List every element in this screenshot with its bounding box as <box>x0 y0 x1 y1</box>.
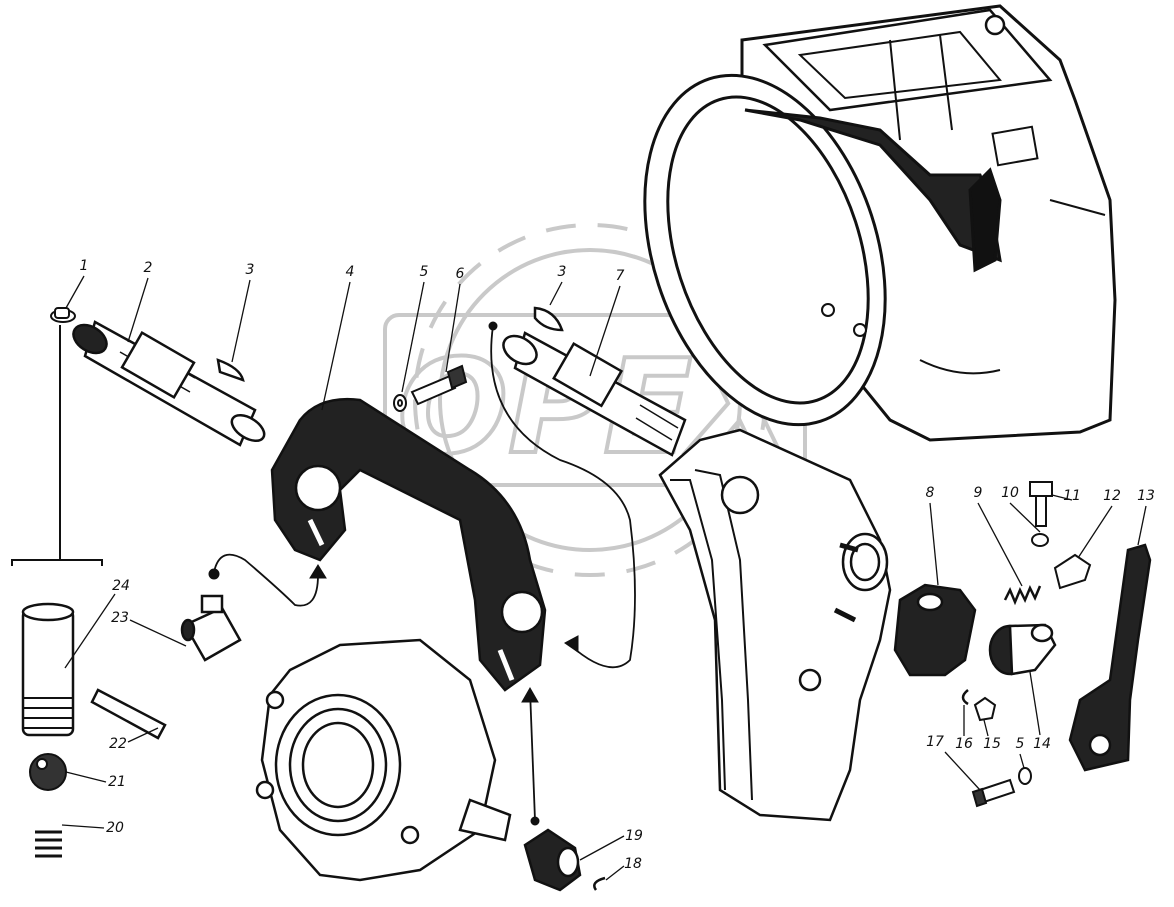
part-5-washer-bottom <box>1018 767 1032 785</box>
leader-line-c5b <box>1019 753 1025 769</box>
part-21-ball <box>29 753 67 791</box>
callout-label-c18: 18 <box>624 856 642 872</box>
part-2-splined-shaft <box>72 320 266 447</box>
callout-label-c3b: 3 <box>558 264 567 280</box>
part-18-circlip <box>593 876 606 891</box>
part-3-key-right <box>533 306 564 332</box>
leader-line-c15 <box>983 719 989 737</box>
assembly-axis-left <box>11 325 103 566</box>
callout-label-c7: 7 <box>616 268 625 284</box>
part-1-pin <box>50 307 76 323</box>
clutch-housing <box>643 4 1117 442</box>
leader-line-c5a <box>401 281 425 393</box>
callout-label-c20: 20 <box>106 820 124 836</box>
part-3-key-left <box>216 358 245 382</box>
callout-label-c12: 12 <box>1103 488 1121 504</box>
part-22-pin <box>90 688 167 740</box>
leader-line-c14 <box>1029 671 1041 736</box>
leader-line-c8 <box>929 502 939 586</box>
leader-line-c2 <box>127 277 149 343</box>
leader-line-c3b <box>549 281 563 306</box>
leader-line-c18 <box>605 865 625 881</box>
leader-line-c12 <box>1077 505 1113 559</box>
clutch-bracket <box>658 428 892 822</box>
callout-label-c11: 11 <box>1063 488 1081 504</box>
part-7-shaft <box>502 331 687 457</box>
part-15-nut <box>973 696 997 722</box>
callout-label-c21: 21 <box>108 774 126 790</box>
callout-label-c10: 10 <box>1001 485 1019 501</box>
leader-line-c22 <box>127 727 159 743</box>
part-12-nut <box>1053 553 1092 590</box>
callout-label-c17: 17 <box>926 734 944 750</box>
callout-label-c4: 4 <box>346 264 355 280</box>
part-20-spring <box>35 830 62 858</box>
part-8-block <box>893 583 977 677</box>
leader-line-c7 <box>589 285 621 377</box>
leader-line-c13 <box>1137 505 1147 546</box>
callout-label-c8: 8 <box>926 485 935 501</box>
callout-label-c19: 19 <box>625 828 643 844</box>
leader-line-c23 <box>129 619 187 647</box>
callout-label-c2: 2 <box>144 260 153 276</box>
part-16-washer <box>961 689 969 706</box>
callout-label-c9: 9 <box>974 485 983 501</box>
part-14-clamp <box>988 623 1057 676</box>
part-9-spring <box>1003 584 1042 606</box>
callout-label-c14: 14 <box>1033 736 1051 752</box>
callout-label-c23: 23 <box>111 610 129 626</box>
part-6-bolt <box>410 364 468 406</box>
leader-line-c1 <box>65 275 85 309</box>
part-5-washer-top <box>393 394 407 412</box>
callout-label-c6: 6 <box>456 266 465 282</box>
callout-label-c16: 16 <box>955 736 973 752</box>
callout-label-c15: 15 <box>983 736 1001 752</box>
part-23-fitting <box>180 594 242 662</box>
release-bearing-housing <box>255 638 512 882</box>
callout-label-c13: 13 <box>1137 488 1155 504</box>
leader-line-c3a <box>231 279 251 363</box>
leader-line-c19 <box>579 835 625 861</box>
part-13-lever <box>1068 543 1152 772</box>
part-11-bolt <box>1029 481 1053 527</box>
assembly-paths <box>213 325 636 821</box>
part-4-release-fork <box>270 398 547 692</box>
callout-label-c1: 1 <box>80 258 89 274</box>
leader-line-c11 <box>1051 494 1073 501</box>
leader-lines <box>61 275 1147 881</box>
leader-line-c17 <box>944 751 981 791</box>
leader-line-c20 <box>61 824 105 829</box>
leader-line-c4 <box>321 281 351 411</box>
callout-label-c22: 22 <box>109 736 127 752</box>
leader-line-c21 <box>65 771 107 783</box>
leader-line-c9 <box>977 502 1023 587</box>
callout-label-c5b: 5 <box>1016 736 1025 752</box>
callout-label-c24: 24 <box>112 578 130 594</box>
part-17-bolt <box>971 778 1016 808</box>
leader-line-c10 <box>1009 502 1041 533</box>
part-10-washer <box>1031 533 1049 547</box>
leader-line-c6 <box>445 283 461 373</box>
callout-label-c3a: 3 <box>246 262 255 278</box>
part-19-bushing <box>523 828 582 892</box>
part-24-sleeve <box>21 602 75 737</box>
callout-label-c5a: 5 <box>420 264 429 280</box>
assembly-arrows <box>208 321 579 826</box>
leader-line-c24 <box>64 593 116 669</box>
